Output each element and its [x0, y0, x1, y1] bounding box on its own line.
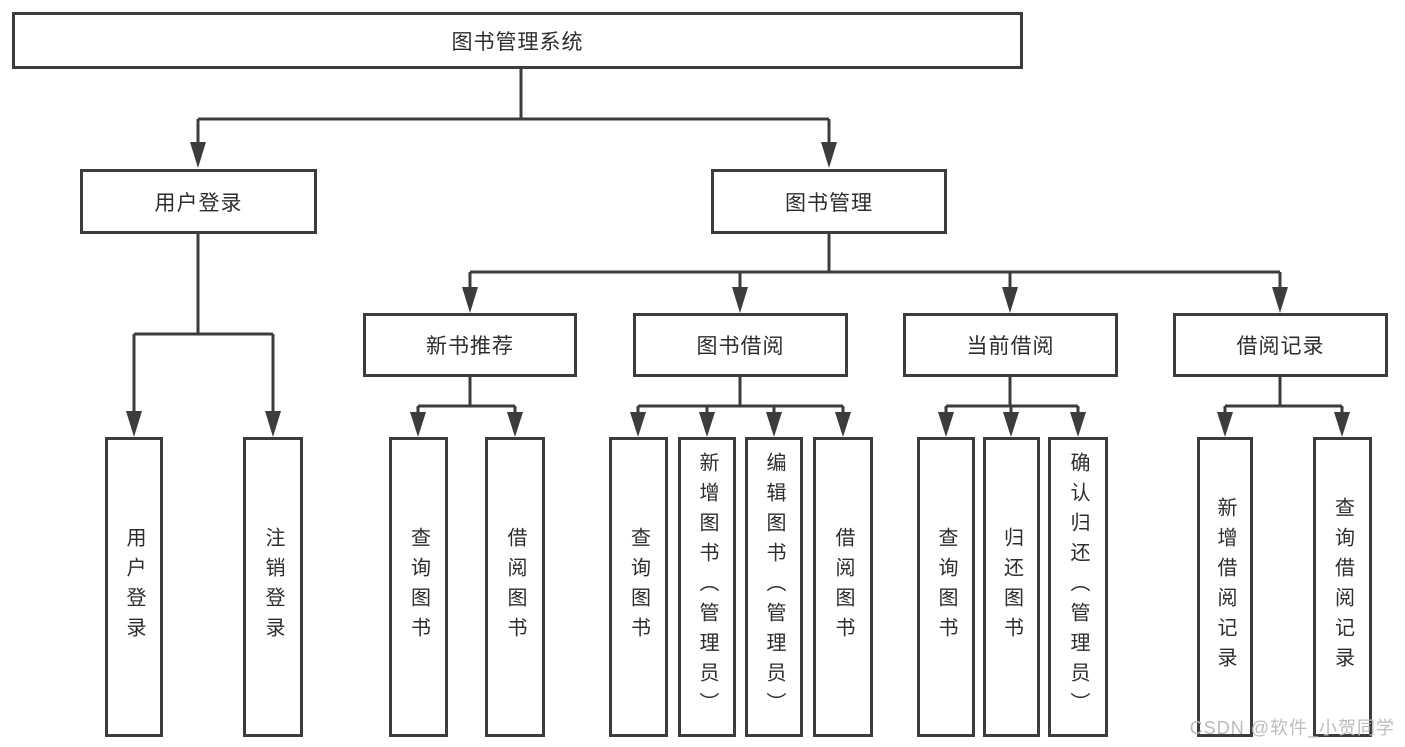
node-new-book-recommend: 新书推荐: [363, 313, 577, 377]
node-book-borrow: 图书借阅: [633, 313, 848, 377]
node-leaf-edit-books-admin-label: 编辑图书（管理员）: [763, 452, 785, 722]
node-book-management: 图书管理: [711, 169, 947, 234]
node-leaf-user-login-label: 用户登录: [123, 527, 145, 647]
node-new-book-recommend-label: 新书推荐: [426, 335, 514, 358]
arrowhead: [1272, 287, 1288, 313]
connector-line: [468, 234, 1282, 291]
node-leaf-edit-books-admin: 编辑图书（管理员）: [745, 437, 803, 737]
arrowhead: [821, 142, 837, 168]
arrowhead: [835, 412, 851, 437]
connector-line: [944, 377, 1080, 415]
arrowhead: [1002, 287, 1018, 313]
arrowhead: [462, 287, 478, 313]
connector-user-login-to-children: [126, 234, 281, 437]
arrowhead: [699, 412, 715, 437]
arrowhead: [410, 412, 426, 437]
node-current-borrow-label: 当前借阅: [966, 335, 1055, 358]
connector-book-management-to-level3: [462, 234, 1288, 313]
node-leaf-return-books: 归还图书: [983, 437, 1040, 737]
node-book-borrow-label: 图书借阅: [696, 335, 785, 358]
node-leaf-confirm-return-admin-label: 确认归还（管理员）: [1067, 452, 1089, 722]
node-leaf-confirm-return-admin: 确认归还（管理员）: [1048, 437, 1108, 737]
connector-new-book-recommend-to-children: [410, 377, 523, 437]
arrowhead: [507, 412, 523, 437]
node-current-borrow: 当前借阅: [903, 313, 1118, 377]
node-borrow-records-label: 借阅记录: [1236, 335, 1325, 358]
arrowhead: [126, 411, 142, 437]
connector-book-borrow-to-children: [630, 377, 851, 437]
arrowhead: [766, 412, 782, 437]
node-leaf-query-books-recommend-label: 查询图书: [407, 527, 430, 647]
arrowhead: [630, 412, 646, 437]
arrowhead: [732, 287, 748, 313]
node-leaf-query-books-borrow: 查询图书: [609, 437, 668, 737]
node-leaf-add-books-admin: 新增图书（管理员）: [678, 437, 736, 737]
node-user-login: 用户登录: [80, 169, 317, 234]
node-leaf-query-borrow-record-label: 查询借阅记录: [1331, 497, 1354, 677]
node-leaf-query-borrow-record: 查询借阅记录: [1313, 437, 1372, 737]
node-leaf-query-books-borrow-label: 查询图书: [627, 527, 650, 647]
node-leaf-add-books-admin-label: 新增图书（管理员）: [696, 452, 718, 722]
arrowhead: [190, 142, 206, 168]
node-leaf-query-books-current-label: 查询图书: [935, 527, 957, 647]
connector-current-borrow-to-children: [938, 377, 1086, 437]
arrowhead: [938, 412, 954, 437]
node-leaf-add-borrow-record-label: 新增借阅记录: [1214, 497, 1236, 677]
connector-line: [196, 69, 831, 147]
watermark: CSDN @软件_小贺同学: [1189, 718, 1395, 738]
arrowhead: [1334, 412, 1350, 437]
node-book-management-label: 图书管理: [785, 191, 873, 215]
node-leaf-query-books-recommend: 查询图书: [389, 437, 448, 737]
arrowhead: [265, 411, 281, 437]
node-leaf-borrow-books-label: 借阅图书: [832, 527, 854, 647]
node-leaf-add-borrow-record: 新增借阅记录: [1197, 437, 1253, 737]
connector-line: [132, 234, 275, 414]
node-leaf-logout: 注销登录: [243, 437, 303, 737]
arrowhead: [1217, 412, 1233, 437]
node-leaf-return-books-label: 归还图书: [1000, 527, 1023, 647]
node-leaf-user-login: 用户登录: [105, 437, 163, 737]
connector-line: [1223, 377, 1344, 415]
arrowhead: [1003, 412, 1019, 437]
node-root-library-system: 图书管理系统: [12, 12, 1023, 69]
node-leaf-query-books-current: 查询图书: [917, 437, 975, 737]
connector-root-to-level2: [190, 69, 837, 168]
arrowhead: [1070, 412, 1086, 437]
connector-borrow-records-to-children: [1217, 377, 1350, 437]
connector-line: [416, 377, 517, 415]
node-leaf-logout-label: 注销登录: [262, 527, 284, 647]
node-root-label: 图书管理系统: [451, 30, 584, 54]
node-leaf-borrow-books: 借阅图书: [813, 437, 873, 737]
node-leaf-borrow-books-recommend-label: 借阅图书: [504, 527, 526, 647]
node-user-login-label: 用户登录: [154, 191, 243, 215]
connector-line: [636, 377, 845, 415]
node-leaf-borrow-books-recommend: 借阅图书: [485, 437, 545, 737]
node-borrow-records: 借阅记录: [1173, 313, 1388, 377]
